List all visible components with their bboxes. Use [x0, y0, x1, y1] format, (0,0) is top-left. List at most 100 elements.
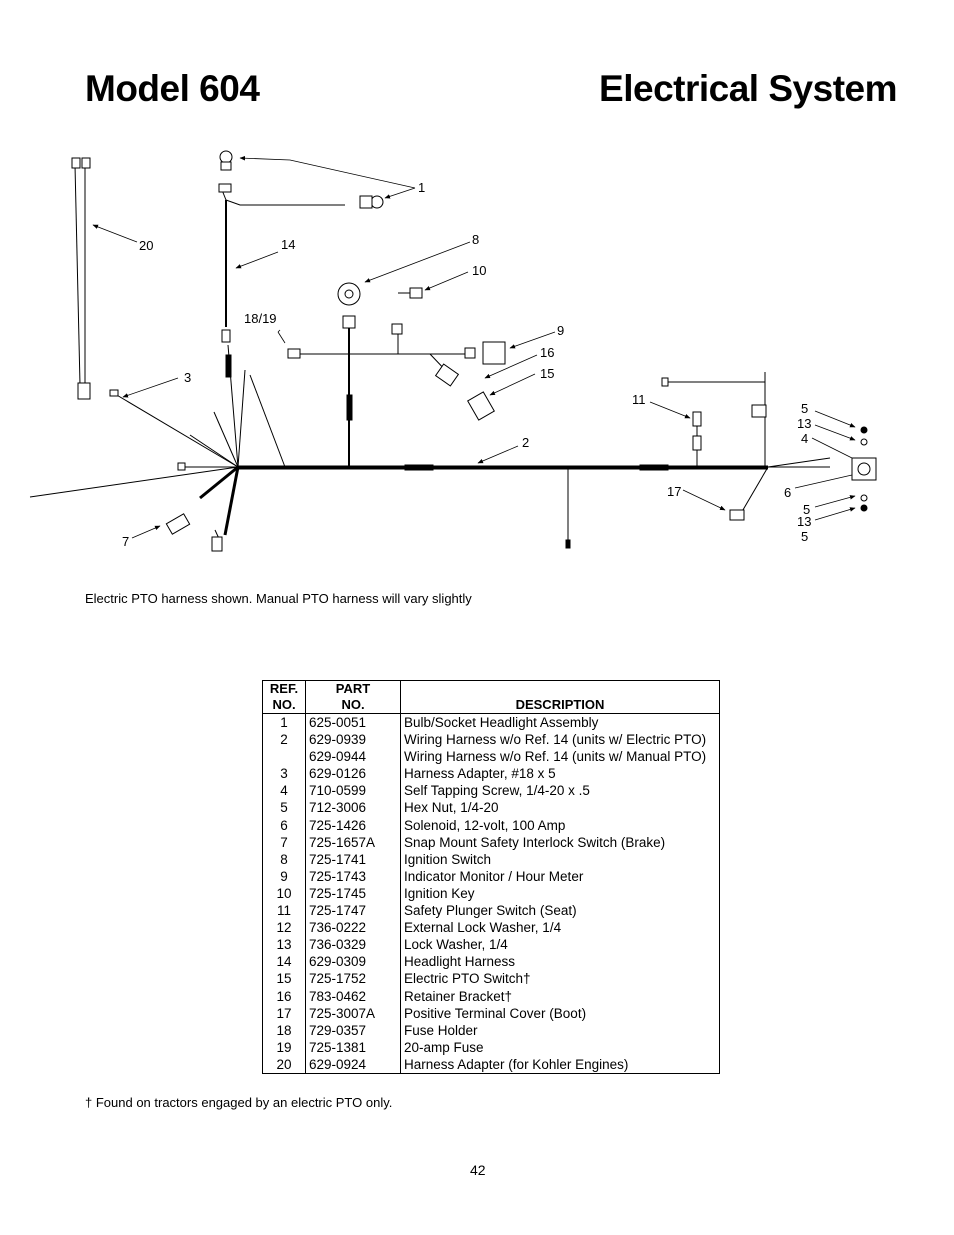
description-cell: Lock Washer, 1/4 — [404, 937, 508, 953]
ref-cell: 3 — [262, 765, 306, 783]
ref-cell: 19 — [262, 1038, 306, 1056]
callout-13-top: 13 — [797, 416, 811, 431]
ref-cell: 17 — [262, 1004, 306, 1022]
callout-4: 4 — [801, 431, 808, 446]
description-cell: Electric PTO Switch† — [404, 971, 531, 987]
part-no-cell: 629-0944 — [305, 748, 401, 766]
ref-cell: 16 — [262, 987, 306, 1005]
callout-6: 6 — [784, 485, 791, 500]
table-header-row: REF. NO. PART NO. DESCRIPTION — [262, 680, 720, 714]
callout-16: 16 — [540, 345, 554, 360]
footnote: † Found on tractors engaged by an electr… — [85, 1095, 393, 1110]
ref-cell — [262, 748, 306, 766]
description-cell: Positive Terminal Cover (Boot) — [404, 1005, 587, 1021]
part-no-cell: 725-1657A — [305, 833, 401, 851]
callout-13-bottom: 13 — [797, 514, 811, 529]
callout-5-bottom: 5 — [801, 529, 808, 544]
callout-5-top: 5 — [801, 401, 808, 416]
header-part-line2: NO. — [341, 697, 365, 712]
description-cell: Ignition Switch — [404, 851, 492, 867]
part-no-cell: 629-0126 — [305, 765, 401, 783]
description-cell: Bulb/Socket Headlight Assembly — [404, 715, 599, 730]
description-cell: Headlight Harness — [404, 954, 516, 970]
description-cell: Harness Adapter, #18 x 5 — [404, 766, 556, 782]
part-no-cell: 625-0051 — [305, 713, 401, 732]
ref-cell: 15 — [262, 970, 306, 988]
header-part-no: PART NO. — [305, 680, 401, 714]
part-no-cell: 729-0357 — [305, 1021, 401, 1039]
part-no-cell: 725-3007A — [305, 1004, 401, 1022]
wiring-diagram: 1 20 14 8 10 18/19 9 16 15 3 11 5 13 4 2… — [29, 150, 877, 552]
part-no-cell: 725-1426 — [305, 816, 401, 834]
ref-cell: 1 — [262, 713, 306, 732]
description-cell: Hex Nut, 1/4-20 — [404, 800, 499, 816]
callout-3: 3 — [184, 370, 191, 385]
callout-5-mid: 5 — [803, 502, 810, 517]
description-cell: Safety Plunger Switch (Seat) — [404, 903, 577, 919]
part-no-cell: 725-1381 — [305, 1038, 401, 1056]
callout-2: 2 — [522, 435, 529, 450]
callout-9: 9 — [557, 323, 564, 338]
callout-10: 10 — [472, 263, 486, 278]
header-ref-no: REF. NO. — [262, 680, 306, 714]
ref-cell: 11 — [262, 902, 306, 920]
description-cell: Snap Mount Safety Interlock Switch (Brak… — [404, 834, 666, 850]
callout-15: 15 — [540, 366, 554, 381]
header-part-line1: PART — [335, 681, 371, 696]
ref-cell: 13 — [262, 936, 306, 954]
callout-17: 17 — [667, 484, 681, 499]
part-no-cell: 629-0309 — [305, 953, 401, 971]
ref-cell: 12 — [262, 919, 306, 937]
callout-14: 14 — [281, 237, 295, 252]
part-no-cell: 725-1747 — [305, 902, 401, 920]
ref-cell: 5 — [262, 799, 306, 817]
part-no-cell: 725-1745 — [305, 884, 401, 903]
description-cell: Wiring Harness w/o Ref. 14 (units w/ Ele… — [404, 732, 707, 748]
callout-8: 8 — [472, 232, 479, 247]
ref-cell: 14 — [262, 953, 306, 971]
description-cell: Solenoid, 12-volt, 100 Amp — [404, 817, 566, 833]
callout-11: 11 — [632, 392, 646, 407]
callout-7: 7 — [122, 534, 129, 549]
description-cell: Fuse Holder — [404, 1022, 478, 1038]
callout-20: 20 — [139, 238, 153, 253]
part-no-cell: 725-1741 — [305, 850, 401, 868]
ref-cell: 7 — [262, 833, 306, 851]
header-ref-line2: NO. — [272, 697, 296, 712]
part-no-cell: 783-0462 — [305, 987, 401, 1005]
header-ref-line1: REF. — [269, 681, 299, 696]
page-number: 42 — [470, 1162, 486, 1178]
ref-cell: 20 — [262, 1055, 306, 1074]
description-cell: Self Tapping Screw, 1/4-20 x .5 — [404, 783, 590, 799]
section-title: Electrical System — [599, 68, 897, 109]
ref-cell: 10 — [262, 884, 306, 903]
diagram-caption: Electric PTO harness shown. Manual PTO h… — [85, 591, 472, 606]
callout-1: 1 — [418, 180, 425, 195]
description-cell: Wiring Harness w/o Ref. 14 (units w/ Man… — [404, 749, 707, 765]
part-no-cell: 736-0222 — [305, 919, 401, 937]
part-no-cell: 710-0599 — [305, 782, 401, 800]
model-title: Model 604 — [85, 68, 260, 109]
part-no-cell: 629-0939 — [305, 731, 401, 749]
part-no-cell: 736-0329 — [305, 936, 401, 954]
description-cell: Ignition Key — [404, 885, 475, 901]
